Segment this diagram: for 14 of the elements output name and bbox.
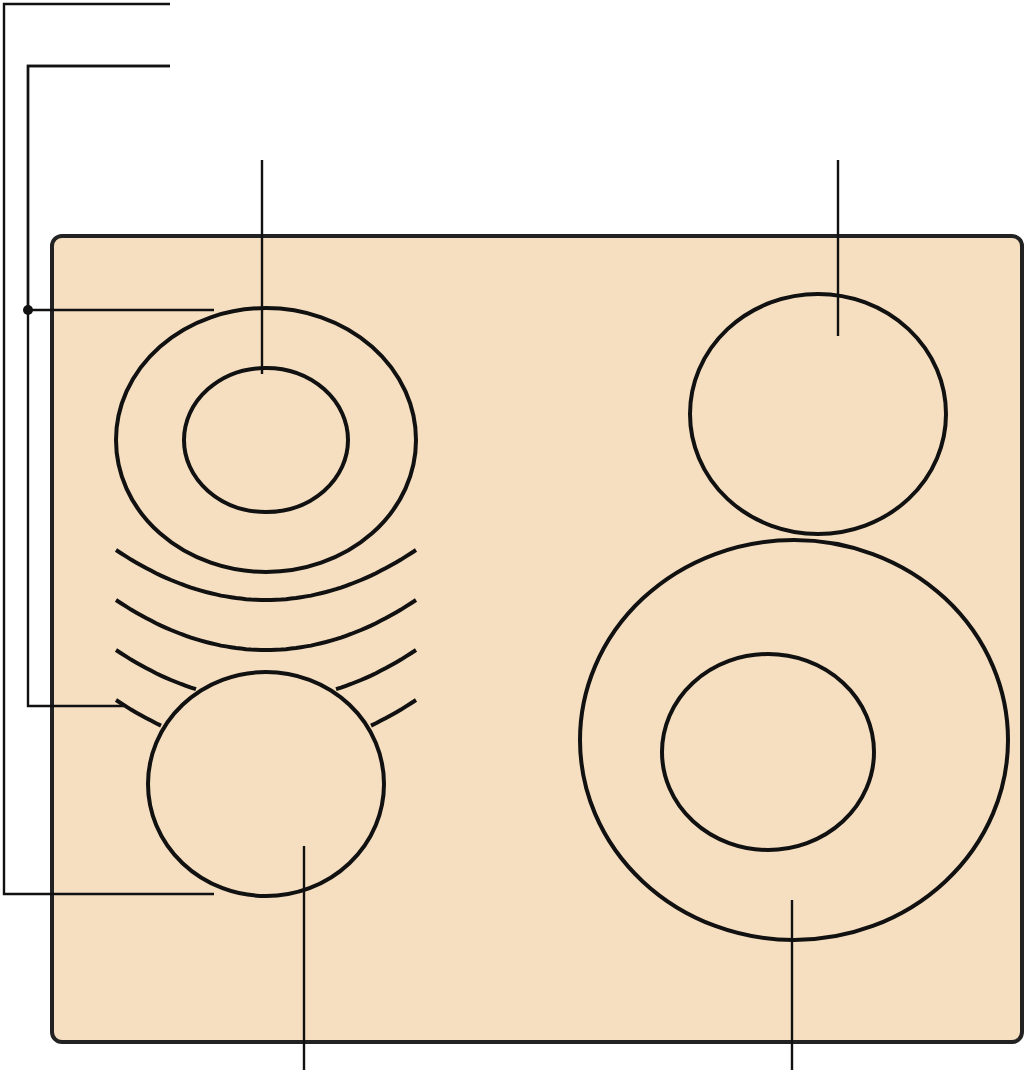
leader-line	[2, 2, 214, 896]
cooking-zone	[688, 292, 948, 536]
heating-ring	[578, 538, 1010, 942]
cooking-zone	[146, 670, 386, 898]
cooking-zone	[660, 652, 876, 852]
leader-line	[260, 160, 264, 374]
cooktop-panel	[50, 234, 1024, 1044]
cooking-zone	[182, 366, 350, 514]
leader-line	[26, 64, 170, 708]
leader-line	[790, 900, 794, 1070]
heating-arc-drawing	[114, 548, 418, 728]
leader-line	[302, 846, 306, 1070]
leader-line	[836, 160, 840, 336]
heating-ring	[114, 306, 418, 574]
